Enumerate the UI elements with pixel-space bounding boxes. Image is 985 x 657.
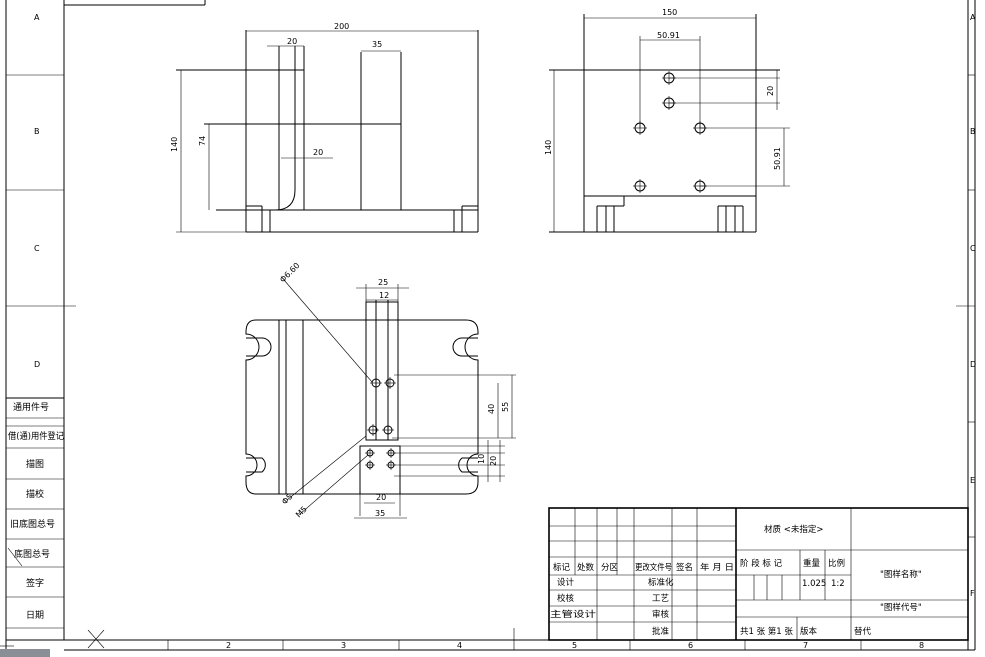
tb-material: 材质 <未指定> (764, 524, 823, 535)
side-label-base-no: 底图总号 (14, 548, 50, 560)
top-dim-12: 12 (379, 291, 389, 300)
top-hole-1 (370, 377, 382, 389)
zone-col-2: 2 (226, 641, 231, 650)
zone-col-5: 5 (572, 641, 577, 650)
tb-label-design: 设计 (557, 577, 575, 588)
tb-scale-label: 比例 (828, 558, 845, 569)
tb-label-approve: 批准 (652, 626, 670, 637)
top-dim-bottom-35: 35 (375, 509, 385, 518)
zone-d-right: D (970, 360, 976, 369)
side-hole-6 (693, 179, 707, 193)
top-hole-2 (384, 377, 396, 389)
status-strip (0, 649, 50, 657)
front-dim-step: 74 (198, 136, 207, 146)
tb-version: 版本 (800, 626, 818, 637)
side-label-old-base: 旧底图总号 (10, 518, 55, 530)
side-label-borrowed: 借(通)用件登记 (8, 430, 64, 442)
zone-b-right: B (970, 127, 976, 136)
zone-e-right: E (970, 476, 975, 485)
front-dim-inner: 20 (313, 148, 323, 157)
side-dim-lower-spacing: 50.91 (773, 147, 782, 170)
top-dim-10: 10 (477, 454, 486, 464)
top-dim-40: 40 (487, 404, 496, 414)
zone-labels: A B C D A B C D E F 2 3 4 5 6 7 8 (34, 13, 976, 650)
tb-header-zone: 分区 (601, 563, 619, 573)
zone-col-6: 6 (688, 641, 693, 650)
tb-label-check: 校核 (557, 593, 575, 604)
tb-header-count: 处数 (577, 562, 595, 573)
top-view: 25 12 Φ6.60 40 55 10 20 Φ5 (245, 261, 516, 520)
side-hole-5 (633, 179, 647, 193)
front-dim-slot: 35 (372, 40, 382, 49)
top-hole-3 (367, 424, 379, 436)
zone-d-left: D (34, 360, 40, 369)
side-hole-3 (633, 121, 647, 135)
tb-drawing-code: "图样代号" (880, 602, 922, 613)
side-dim-hole-spacing: 50.91 (657, 31, 680, 40)
tb-label-review: 审核 (652, 609, 670, 620)
top-hole-5 (365, 448, 375, 458)
side-dim-pin-spacing: 20 (766, 86, 775, 96)
side-dim-height: 140 (544, 140, 553, 155)
side-label-part-no: 通用件号 (13, 401, 49, 413)
top-label-m5: M5 (294, 505, 309, 520)
tb-label-standard: 标准化 (648, 577, 674, 588)
side-label-sign: 签字 (26, 577, 44, 589)
tb-label-process: 工艺 (652, 594, 669, 604)
zone-a-right: A (970, 13, 976, 22)
zone-col-3: 3 (341, 641, 346, 650)
front-dim-width: 200 (334, 22, 349, 31)
tb-drawing-name: "图样名称" (880, 569, 922, 580)
top-label-diameter: Φ6.60 (278, 261, 301, 284)
front-view: 200 20 35 140 74 20 (170, 22, 479, 233)
side-record-block: 通用件号 借(通)用件登记 描图 描校 旧底图总号 底图总号 签字 日期 (6, 397, 64, 629)
tb-header-mark: 标记 (553, 562, 571, 573)
title-block: 标记 处数 分区 更改文件号 签名 年 月 日 设计 标准化 校核 工艺 主管设… (548, 507, 969, 641)
side-label-trace-check: 描校 (26, 488, 44, 500)
tb-label-chief-design: 主管设计 (550, 609, 597, 620)
tb-replace: 替代 (854, 626, 872, 637)
tb-weight-value: 1.025 (802, 579, 826, 589)
zone-b-left: B (34, 127, 40, 136)
tb-sheets: 共1 张 第1 张 (740, 626, 793, 637)
zone-f-right: F (970, 589, 975, 598)
side-label-date: 日期 (26, 610, 44, 621)
tb-scale-value: 1:2 (831, 579, 845, 589)
top-dim-bottom-20: 20 (376, 493, 386, 502)
top-hole-4 (382, 424, 394, 436)
top-dim-55: 55 (501, 402, 510, 412)
tb-header-change-doc: 更改文件号 (635, 562, 672, 573)
side-hole-4 (693, 121, 707, 135)
top-dim-20-vertical: 20 (489, 456, 498, 466)
side-hole-2 (662, 96, 676, 110)
side-view: 150 50.91 140 20 50.91 (544, 8, 790, 233)
tb-stage-mark: 阶 段 标 记 (740, 558, 783, 569)
front-dim-top-offset: 20 (287, 37, 297, 46)
tb-weight-label: 重量 (803, 558, 821, 569)
tb-header-signature: 签名 (676, 562, 693, 573)
top-hole-7 (365, 460, 375, 470)
zone-c-right: C (970, 244, 976, 253)
zone-a-left: A (34, 13, 40, 22)
top-dim-25: 25 (378, 278, 388, 287)
zone-col-4: 4 (457, 641, 462, 650)
side-label-tracing: 描图 (26, 458, 44, 470)
tb-header-date: 年 月 日 (700, 562, 734, 573)
zone-c-left: C (34, 244, 40, 253)
side-dim-width: 150 (662, 8, 677, 17)
zone-col-7: 7 (803, 641, 808, 650)
front-dim-height: 140 (170, 137, 179, 152)
zone-col-8: 8 (919, 641, 924, 650)
side-hole-1 (662, 71, 676, 85)
